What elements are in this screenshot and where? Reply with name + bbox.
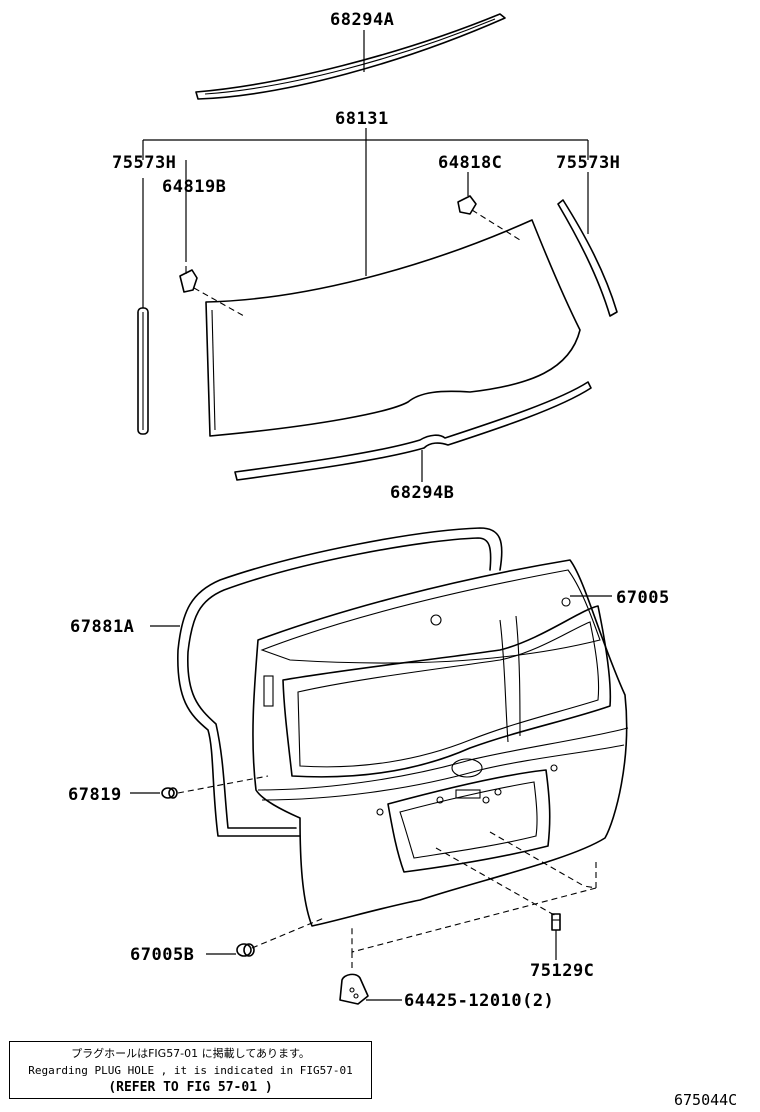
leader-68131 — [142, 128, 589, 276]
dash-67819 — [177, 775, 269, 794]
note-japanese: プラグホールはFIG57-01 に掲載してあります。 — [71, 1047, 310, 1060]
plug-67005b[interactable] — [236, 943, 255, 957]
dash-75129c-c — [583, 862, 597, 889]
label-75129c: 75129C — [530, 961, 594, 981]
note-refer-link[interactable]: (REFER TO FIG 57-01 ) — [108, 1080, 273, 1095]
clip-64819b[interactable] — [179, 266, 198, 293]
dash-67005b — [251, 917, 325, 949]
clip-64818c[interactable] — [457, 195, 477, 215]
label-68131: 68131 — [335, 109, 389, 129]
leader-left — [142, 160, 187, 308]
weatherstrip-67881a[interactable] — [177, 527, 503, 837]
dash-75129c-a — [435, 847, 557, 917]
note-english: Regarding PLUG HOLE , it is indicated in… — [28, 1064, 353, 1077]
label-64819b: 64819B — [162, 177, 226, 197]
dash-75129c-b — [489, 831, 585, 887]
label-67881a: 67881A — [70, 617, 134, 637]
plug-67819[interactable] — [161, 787, 178, 799]
moulding-68294a[interactable] — [195, 13, 506, 100]
clip-75129c[interactable] — [551, 913, 561, 931]
back-glass-68131[interactable] — [205, 219, 581, 437]
label-67005b: 67005B — [130, 945, 194, 965]
back-door-67005[interactable] — [252, 559, 629, 927]
label-68294a: 68294A — [330, 10, 394, 30]
strip-75573h-right[interactable] — [557, 199, 618, 317]
moulding-68294b[interactable] — [234, 381, 592, 481]
label-64818c: 64818C — [438, 153, 502, 173]
label-68294b: 68294B — [390, 483, 454, 503]
strip-75573h-left[interactable] — [137, 307, 149, 435]
reference-note: プラグホールはFIG57-01 に掲載してあります。 Regarding PLU… — [9, 1041, 372, 1099]
label-75573h-right: 75573H — [556, 153, 620, 173]
clip-64425[interactable] — [339, 973, 369, 1005]
label-64425: 64425-12010(2) — [404, 991, 554, 1011]
label-67005: 67005 — [616, 588, 670, 608]
label-75573h-left: 75573H — [112, 153, 176, 173]
label-67819: 67819 — [68, 785, 122, 805]
figure-code: 675044C — [674, 1091, 738, 1109]
leader-right — [467, 172, 589, 234]
